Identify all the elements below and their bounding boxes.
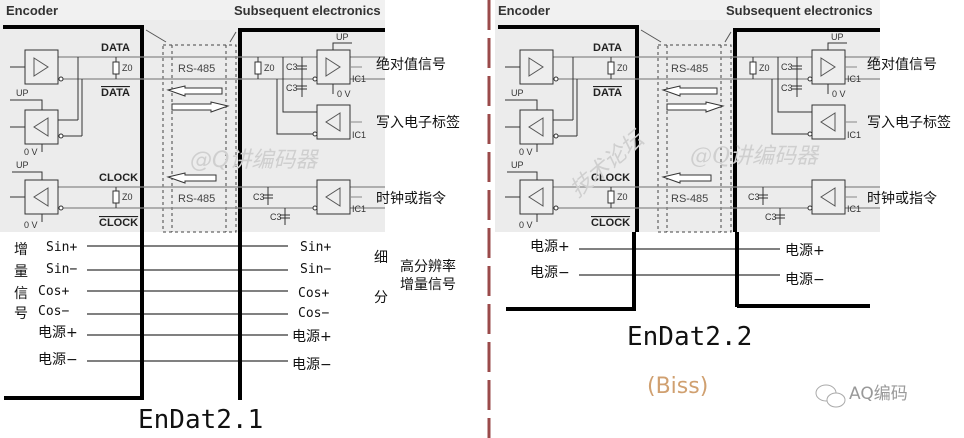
line-label-left: Cos− — [38, 304, 69, 319]
z0-label: Z0 — [617, 192, 628, 202]
clock-bar-label: CLOCK — [591, 217, 630, 229]
zero-v-label: 0 V — [337, 89, 351, 99]
clock-command-label: 时钟或指令 — [867, 190, 937, 207]
line-label-left: 电源+ — [530, 239, 570, 255]
line-label-right: Cos+ — [298, 286, 329, 301]
c3-label: C3 — [748, 192, 760, 202]
subdivide-char: 分 — [374, 290, 388, 306]
c3-label: C3 — [765, 212, 777, 222]
biss-subtitle: (Biss) — [647, 374, 708, 399]
up-label: UP — [16, 88, 29, 98]
power-lines — [579, 248, 780, 276]
watermark-text: @Q讲编码器 — [690, 144, 820, 169]
wechat-icon — [815, 384, 846, 408]
line-label-left: Sin− — [46, 262, 77, 277]
rs485-label: RS-485 — [671, 193, 708, 205]
watermark-text: @Q讲编码器 — [190, 148, 319, 173]
line-label-left: 电源− — [530, 265, 570, 281]
up-label: UP — [831, 32, 844, 42]
data-bar-label: DATA — [593, 87, 622, 99]
data-bar-label: DATA — [101, 87, 130, 99]
c3-label: C3 — [286, 62, 298, 72]
endat21-panel: Encoder Subsequent electronics DATA DATA… — [0, 0, 460, 435]
line-label-right: 电源+ — [292, 329, 332, 345]
zero-v-label: 0 V — [832, 89, 846, 99]
incremental-char: 信 — [14, 286, 28, 302]
line-label-left: Cos+ — [38, 284, 69, 299]
line-label-right: Sin− — [300, 262, 331, 277]
rs485-label: RS-485 — [671, 63, 708, 75]
z0-label: Z0 — [759, 63, 770, 73]
absolute-signal-label: 绝对值信号 — [376, 57, 446, 73]
z0-label: Z0 — [264, 63, 275, 73]
zero-v-label: 0 V — [24, 220, 38, 230]
rs485-label: RS-485 — [178, 63, 215, 75]
line-label-left: Sin+ — [46, 240, 77, 255]
up-label: UP — [336, 32, 349, 42]
incremental-char: 号 — [14, 306, 28, 322]
endat22-panel: Encoder Subsequent electronics DATA DATA… — [493, 0, 951, 408]
absolute-signal-label: 绝对值信号 — [867, 57, 937, 73]
c3-label: C3 — [781, 62, 793, 72]
zero-v-label: 0 V — [24, 147, 38, 157]
high-res-label: 高分辨率 — [400, 258, 456, 275]
ic1-label: IC1 — [352, 204, 366, 214]
c3-label: C3 — [286, 83, 298, 93]
up-label: UP — [511, 160, 524, 170]
zero-v-label: 0 V — [519, 147, 533, 157]
subsequent-header: Subsequent electronics — [234, 3, 381, 18]
encoder-header: Encoder — [498, 3, 550, 18]
ic1-label: IC1 — [847, 130, 861, 140]
z0-label: Z0 — [617, 63, 628, 73]
endat22-title: EnDat2.2 — [627, 322, 752, 352]
c3-label: C3 — [270, 212, 282, 222]
incremental-char: 增 — [14, 242, 28, 258]
data-label: DATA — [593, 42, 622, 54]
rs485-label: RS-485 — [178, 193, 215, 205]
incremental-char: 量 — [14, 264, 28, 280]
ic1-label: IC1 — [847, 74, 861, 84]
clock-label: CLOCK — [591, 172, 630, 184]
incremental-lines — [87, 245, 288, 362]
up-label: UP — [16, 160, 29, 170]
clock-command-label: 时钟或指令 — [376, 190, 446, 207]
c3-label: C3 — [781, 83, 793, 93]
clock-bar-label: CLOCK — [99, 217, 138, 229]
high-res-label: 增量信号 — [400, 277, 456, 293]
endat21-title: EnDat2.1 — [138, 405, 263, 435]
subdivide-char: 细 — [374, 250, 388, 266]
line-label-right: Sin+ — [300, 240, 331, 255]
subsequent-header: Subsequent electronics — [726, 3, 873, 18]
line-label-left: 电源− — [38, 352, 78, 368]
write-label-output: 写入电子标签 — [376, 114, 460, 131]
zero-v-label: 0 V — [519, 220, 533, 230]
up-label: UP — [511, 88, 524, 98]
write-label-output: 写入电子标签 — [867, 114, 951, 131]
line-label-right: 电源+ — [785, 243, 825, 259]
clock-label: CLOCK — [99, 172, 138, 184]
line-label-left: 电源+ — [38, 325, 78, 341]
line-label-right: Cos− — [298, 306, 329, 321]
ic1-label: IC1 — [352, 130, 366, 140]
z0-label: Z0 — [122, 192, 133, 202]
line-label-right: 电源− — [292, 357, 332, 373]
line-label-right: 电源− — [785, 272, 825, 288]
data-label: DATA — [101, 42, 130, 54]
encoder-header: Encoder — [6, 3, 58, 18]
z0-label: Z0 — [122, 63, 133, 73]
brand-watermark: AQ编码 — [849, 384, 908, 404]
ic1-label: IC1 — [847, 204, 861, 214]
c3-label: C3 — [253, 192, 265, 202]
ic1-label: IC1 — [352, 74, 366, 84]
